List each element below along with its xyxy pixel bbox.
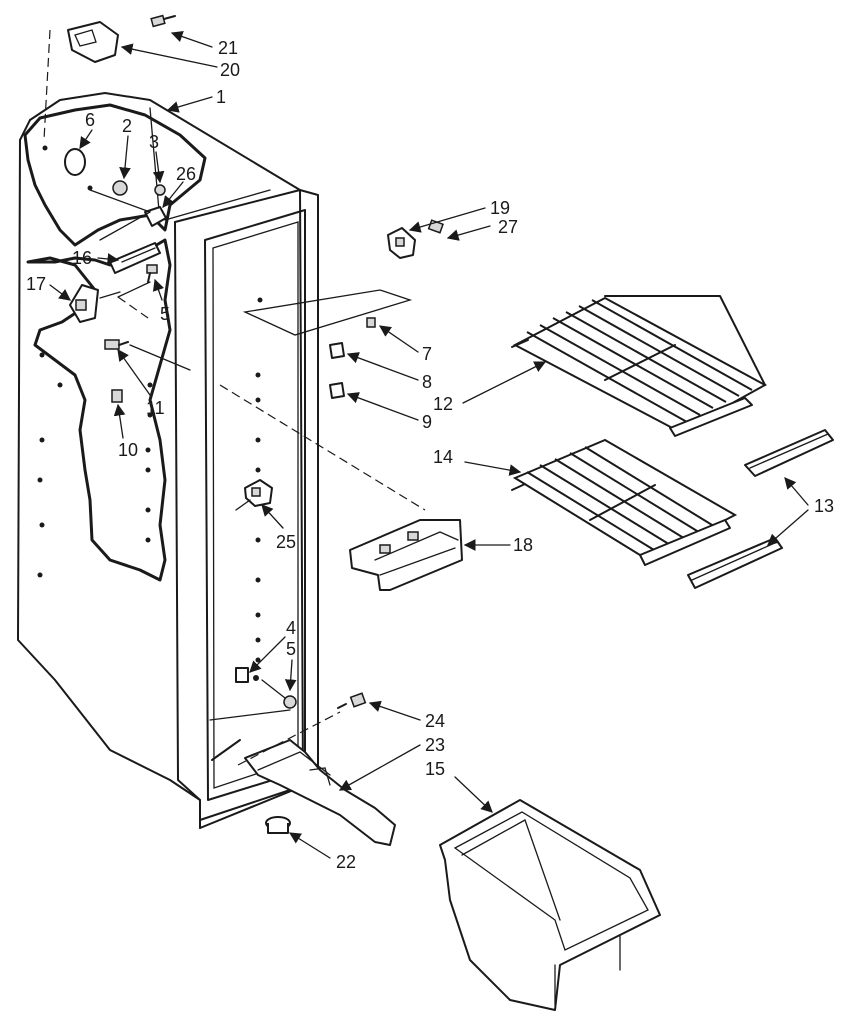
callout-26: 26 bbox=[176, 164, 196, 184]
callout-9: 9 bbox=[422, 412, 432, 432]
part-13-rail-lower bbox=[687, 537, 783, 589]
part-10-screw bbox=[111, 389, 123, 403]
callout-13: 13 bbox=[814, 496, 834, 516]
callout-19: 19 bbox=[490, 198, 510, 218]
callout-20: 20 bbox=[220, 60, 240, 80]
callout-10: 10 bbox=[118, 440, 138, 460]
callout-8: 8 bbox=[422, 372, 432, 392]
callout-6: 6 bbox=[85, 110, 95, 130]
callout-2: 2 bbox=[122, 116, 132, 136]
part-2-grommet bbox=[112, 180, 128, 196]
callout-4: 4 bbox=[286, 618, 296, 638]
callout-24: 24 bbox=[425, 711, 445, 731]
part-23-bracket bbox=[244, 739, 396, 846]
callout-12: 12 bbox=[433, 394, 453, 414]
part-7-clip bbox=[366, 317, 376, 328]
part-20-bracket bbox=[67, 21, 119, 63]
callout-5-lower: 5 bbox=[286, 639, 296, 659]
callout-16: 16 bbox=[72, 248, 92, 268]
part-16-heater bbox=[109, 242, 161, 274]
part-21-screw bbox=[150, 14, 176, 28]
part-17-switch bbox=[69, 284, 99, 323]
cabinet-liner bbox=[17, 92, 319, 829]
callout-23: 23 bbox=[425, 735, 445, 755]
part-11-screw bbox=[104, 339, 129, 350]
callout-7: 7 bbox=[422, 344, 432, 364]
part-13-rail-upper bbox=[744, 429, 834, 477]
callout-25: 25 bbox=[276, 532, 296, 552]
part-14-shelf bbox=[511, 438, 738, 566]
part-12-shelf bbox=[511, 295, 768, 437]
callout-5-upper: 5 bbox=[160, 304, 170, 324]
callout-18: 18 bbox=[513, 535, 533, 555]
part-5-screw-upper bbox=[146, 264, 158, 283]
part-3-grommet bbox=[154, 184, 166, 196]
part-18-shelf-support bbox=[349, 519, 463, 591]
callout-1: 1 bbox=[216, 87, 226, 107]
leader-arrows bbox=[49, 30, 809, 859]
callout-15: 15 bbox=[425, 759, 445, 779]
part-24-screw bbox=[337, 692, 367, 709]
callout-21: 21 bbox=[218, 38, 238, 58]
part-19-bracket bbox=[387, 227, 416, 259]
callout-27: 27 bbox=[498, 217, 518, 237]
callout-11: 11 bbox=[146, 398, 165, 418]
callout-labels: 21 20 1 6 2 3 26 16 17 5 11 10 19 27 7 8… bbox=[26, 38, 834, 872]
liner-holes bbox=[37, 145, 263, 663]
part-5-screw-lower bbox=[283, 695, 297, 709]
callout-17: 17 bbox=[26, 274, 46, 294]
callout-3: 3 bbox=[149, 132, 159, 152]
part-6-plug bbox=[64, 148, 86, 176]
callout-14: 14 bbox=[433, 447, 453, 467]
part-9-hinge bbox=[329, 382, 345, 399]
part-25-switch bbox=[244, 479, 273, 507]
part-22-plug bbox=[265, 816, 291, 834]
part-15-bin bbox=[439, 799, 661, 1011]
mounting-plate bbox=[242, 289, 413, 336]
part-8-hinge bbox=[329, 342, 345, 359]
callout-22: 22 bbox=[336, 852, 356, 872]
part-4-bracket bbox=[235, 667, 259, 683]
part-26-clip bbox=[144, 206, 167, 227]
insulation-outline bbox=[23, 103, 207, 247]
